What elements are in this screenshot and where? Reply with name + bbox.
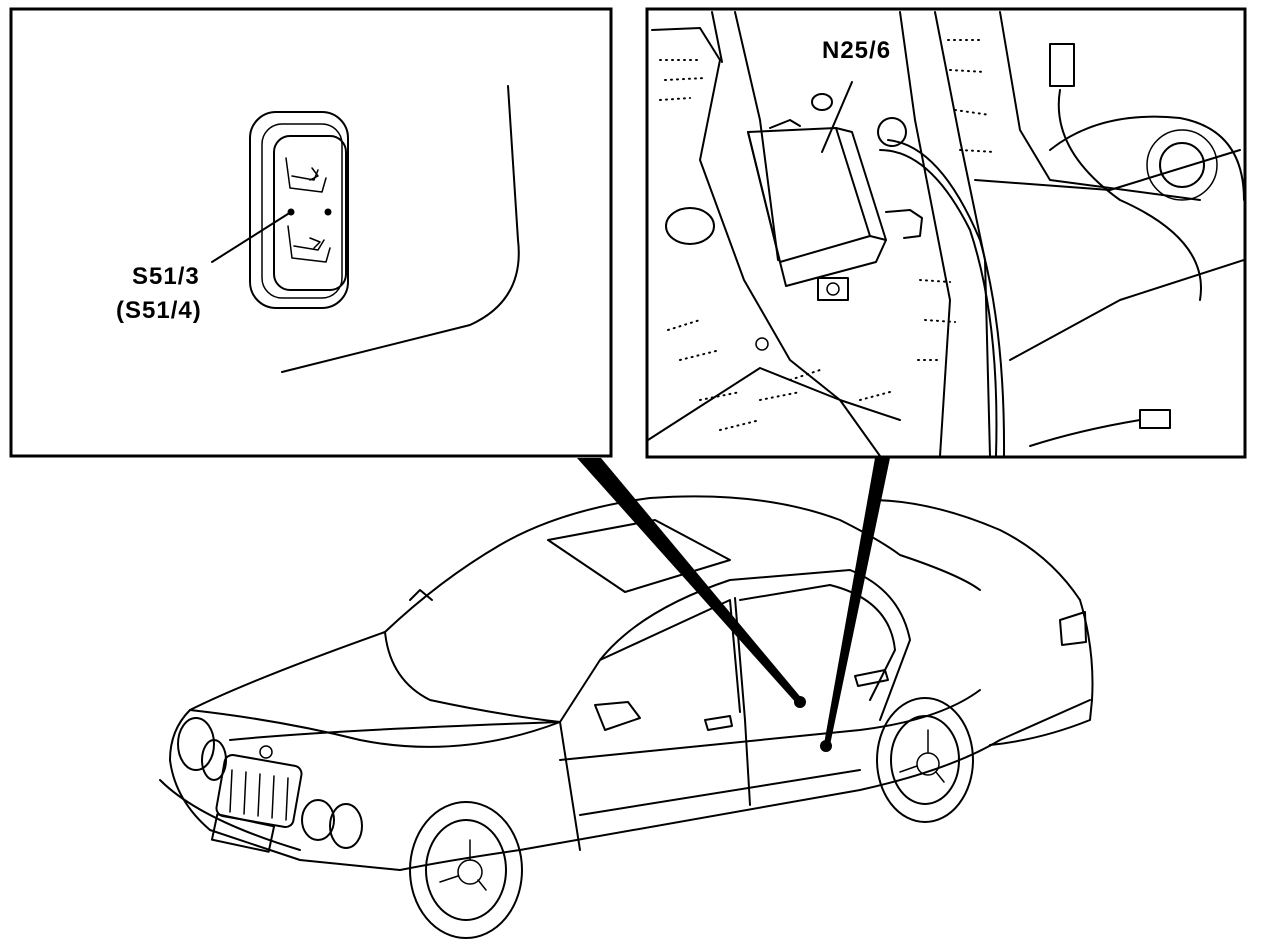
vehicle-illustration (159, 495, 1094, 939)
cable-connector-bottom (1139, 409, 1171, 429)
license-plate (210, 813, 276, 853)
marker-seat-switch-location (794, 696, 806, 708)
marker-control-module-location (820, 740, 832, 752)
headlight-left (177, 717, 215, 771)
label-n25-6: N25/6 (822, 37, 891, 64)
tail-light (1059, 611, 1087, 646)
hood-emblem (259, 745, 273, 759)
cable-right (1057, 89, 1202, 301)
pointer-to-seat-switch (577, 458, 803, 704)
door-handle-rear (854, 669, 889, 687)
mounting-hole (1159, 142, 1205, 188)
wiring-harness (879, 149, 998, 456)
detail-panel-seat-switch: S51/3 (S51/4) (9, 7, 613, 458)
detail-panel-left-frame (9, 7, 613, 458)
seat-back-icon (285, 157, 327, 193)
antenna (409, 589, 433, 601)
side-mirror (594, 701, 641, 731)
front-wheel (409, 801, 523, 939)
access-hole (665, 207, 715, 245)
label-s51-3: S51/3 (132, 263, 200, 290)
pointer-to-control-module (824, 458, 890, 745)
door-handle-front (704, 715, 733, 731)
leader-line-s51 (211, 211, 292, 263)
door-trim-contour (281, 85, 520, 373)
leader-line-n25 (821, 81, 853, 153)
label-s51-4: (S51/4) (116, 297, 202, 324)
seat-cushion-icon (287, 225, 331, 263)
detail-panel-control-module: N25/6 (645, 7, 1247, 459)
control-module-n25-6 (747, 119, 887, 301)
rear-wheel (876, 697, 974, 823)
switch-dot-right (324, 208, 332, 216)
detail-panel-right-frame (645, 7, 1247, 459)
headlight-right (301, 799, 335, 841)
sunroof (547, 519, 731, 593)
cable-connector-top (1049, 43, 1075, 87)
module-connector (885, 209, 923, 239)
